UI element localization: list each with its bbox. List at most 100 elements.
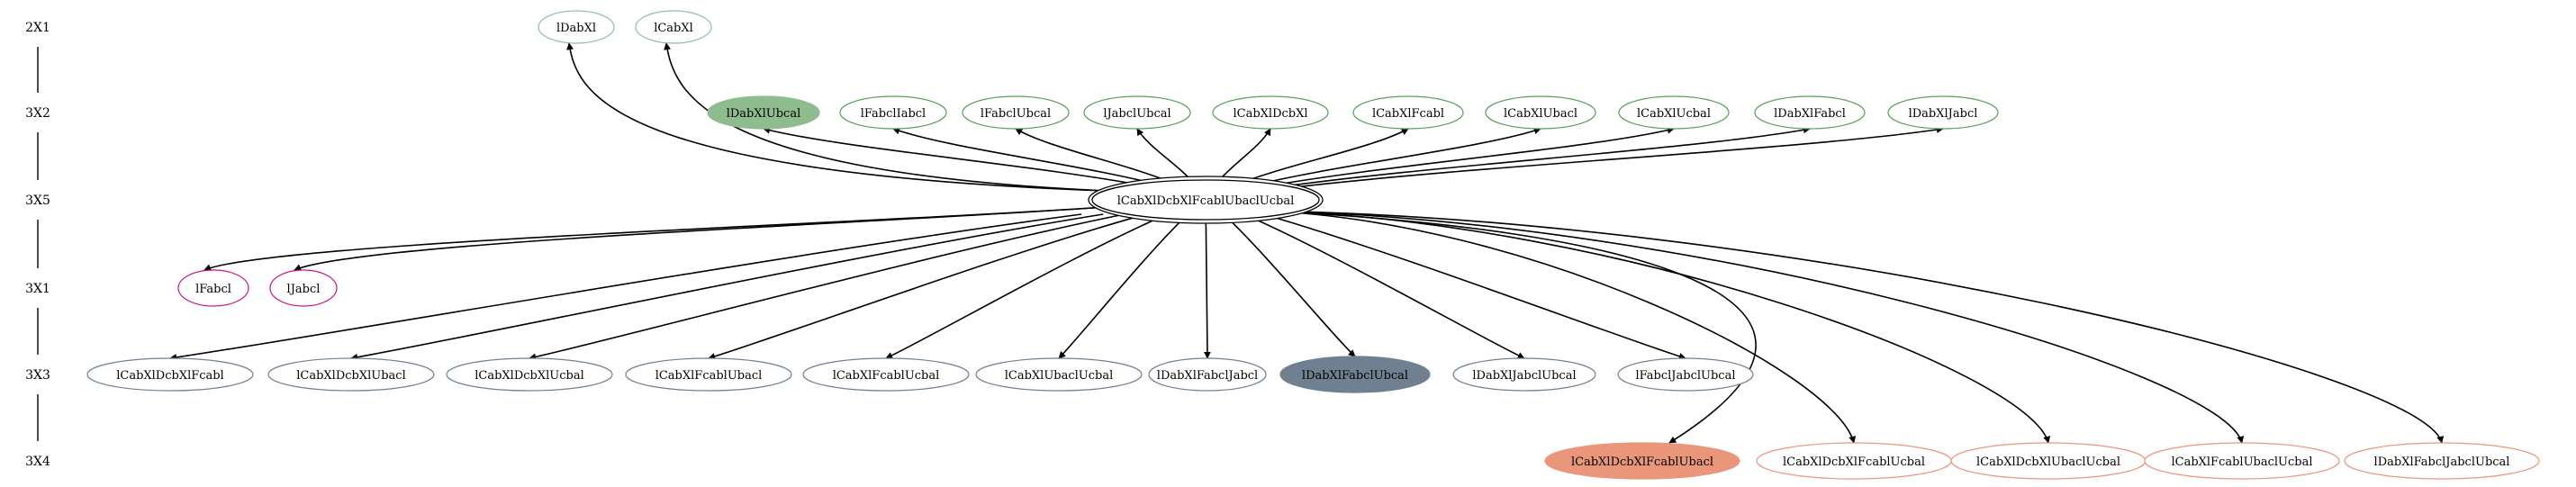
rank-label-3x4: 3X4 [25, 455, 50, 469]
node-shape [635, 10, 712, 44]
node-label: lCabXlFcablUbaclUcbal [2171, 455, 2312, 469]
node-label: lCabXlFcablUbacl [655, 369, 763, 383]
node-n3x4a[interactable]: lCabXlDcbXlFcablUbacl [1544, 442, 1740, 480]
node-n3x3b[interactable]: lCabXlDcbXlUbacl [267, 357, 435, 392]
node-shape [86, 357, 254, 392]
rank-label-3x2: 3X2 [25, 106, 50, 121]
node-n3x2e[interactable]: lCabXlDcbXl [1212, 95, 1329, 130]
node-label: lCabXlDcbXlFcabl [116, 369, 224, 383]
node-n3x2i[interactable]: lDabXlFabcl [1754, 95, 1866, 130]
rank-label-2x1: 2X1 [25, 21, 50, 35]
edge-to-n2x1b [664, 42, 1107, 192]
node-shape [1279, 356, 1431, 393]
node-n3x3f[interactable]: lCabXlUbaclUcbal [975, 357, 1143, 392]
node-label: lJabcl [287, 283, 321, 296]
node-n3x4c[interactable]: lCabXlDcbXlUbaclUcbal [1950, 442, 2147, 480]
node-n3x3a[interactable]: lCabXlDcbXlFcabl [86, 357, 254, 392]
node-shape [2344, 442, 2540, 480]
node-shape [1352, 95, 1464, 130]
node-n3x3j[interactable]: lFabclJabclUbcal [1617, 357, 1754, 392]
node-label: lCabXlDcbXlUcbal [475, 369, 584, 383]
node-label: lDabXlJabcl [1909, 107, 1978, 121]
edge-to-n3x3i [1243, 213, 1525, 359]
node-n3x1a[interactable]: lFabcl [177, 269, 249, 307]
node-n3x4b[interactable]: lCabXlDcbXlFcablUcbal [1756, 442, 1952, 480]
edge-to-n3x3a [169, 213, 1082, 361]
node-n3x3h[interactable]: lDabXlFabclUbcal [1279, 356, 1431, 393]
node-shape [267, 357, 435, 392]
node-label: lCabXlUcbal [1637, 107, 1711, 121]
node-label: lDabXl [556, 22, 596, 35]
node-label: lCabXlDcbXlFcablUcbal [1783, 455, 1925, 469]
node-n3x1b[interactable]: lJabcl [269, 269, 338, 307]
node-shape [269, 269, 338, 307]
rank-label-3x3: 3X3 [25, 368, 50, 383]
node-label: lCabXlUbacl [1504, 107, 1577, 121]
edge-to-n3x3g [1203, 213, 1211, 359]
node-n3x2a[interactable]: lDabXlUbcal [707, 95, 820, 130]
center-node[interactable]: lCabXlDcbXlFcablUbaclUcbal [1088, 176, 1324, 224]
node-n3x3d[interactable]: lCabXlFcablUbacl [625, 357, 792, 392]
node-n3x2b[interactable]: lFabclIabcl [839, 95, 947, 130]
node-n2x1a[interactable]: lDabXl [538, 10, 615, 44]
node-shape [538, 10, 615, 44]
node-n3x3c[interactable]: lCabXlDcbXlUcbal [446, 357, 613, 392]
node-label: lCabXlUbaclUcbal [1005, 369, 1114, 383]
node-shape [625, 357, 792, 392]
node-n3x3i[interactable]: lDabXlJabclUbcal [1452, 357, 1596, 392]
node-shape [802, 357, 970, 392]
edge-to-n3x4c [1259, 210, 2051, 444]
node-label: lCabXlFcabl [1372, 107, 1444, 121]
node-shape [177, 269, 249, 307]
edge-to-n3x1b [294, 206, 1107, 271]
rank-label-3x5: 3X5 [25, 194, 50, 208]
node-shape [975, 357, 1143, 392]
node-n3x3e[interactable]: lCabXlFcablUcbal [802, 357, 970, 392]
edge-to-n3x3c [529, 213, 1125, 361]
rank-label-3x1: 3X1 [25, 282, 50, 296]
node-shape [707, 95, 820, 130]
node-n3x4e[interactable]: lDabXlFabclJabclUbcal [2344, 442, 2540, 480]
node-label: lCabXlDcbXlUbacl [296, 369, 406, 383]
edge-to-n3x3f [1058, 213, 1189, 359]
edge-to-n3x4e [1259, 210, 2445, 444]
node-label: lDabXlUbcal [727, 107, 801, 121]
node-shape [1887, 95, 1999, 130]
node-label: lCabXlDcbXlFcablUbaclUcbal [1117, 194, 1295, 208]
node-label: lDabXlFabclUbcal [1302, 369, 1408, 383]
node-label: lDabXlFabcl [1774, 107, 1846, 121]
edge-layer [169, 42, 2445, 444]
edge-to-n3x3d [708, 213, 1146, 360]
node-n3x2h[interactable]: lCabXlUcbal [1618, 95, 1730, 130]
edge-to-n3x2j [1294, 126, 1944, 188]
edge-to-n2x1a [566, 42, 1107, 192]
node-n3x2f[interactable]: lCabXlFcabl [1352, 95, 1464, 130]
edge-to-n3x4b [1259, 210, 1857, 444]
edge-to-n3x4a [1259, 210, 1757, 444]
node-label: lFabcl [195, 283, 231, 296]
node-n3x4d[interactable]: lCabXlFcablUbaclUcbal [2144, 442, 2340, 480]
node-shape [446, 357, 613, 392]
node-shape [1618, 95, 1730, 130]
node-n3x2d[interactable]: lJabclUbcal [1083, 95, 1191, 130]
center-node-inner-ring [1091, 179, 1320, 221]
edge-to-n3x3h [1223, 213, 1356, 357]
node-shape [839, 95, 947, 130]
node-label: lDabXlFabclJabcl [1157, 369, 1258, 383]
edge-to-n3x2h [1261, 126, 1675, 188]
node-shape [1754, 95, 1866, 130]
node-label: lCabXlDcbXlUbaclUcbal [1976, 455, 2120, 469]
rank-column: 2X1 3X2 3X5 3X1 3X3 3X4 [25, 21, 50, 469]
node-n3x2g[interactable]: lCabXlUbacl [1485, 95, 1596, 130]
node-n3x2j[interactable]: lDabXlJabcl [1887, 95, 1999, 130]
node-label: lFabclJabclUbcal [1636, 369, 1736, 383]
node-shape [1452, 357, 1596, 392]
node-shape [1617, 357, 1754, 392]
node-shape [2144, 442, 2340, 480]
node-n2x1b[interactable]: lCabXl [635, 10, 712, 44]
node-n3x2c[interactable]: lFabclUbcal [962, 95, 1070, 130]
node-label: lCabXlDcbXlFcablUbacl [1571, 455, 1713, 469]
node-n3x3g[interactable]: lDabXlFabclJabcl [1148, 357, 1267, 392]
node-label: lJabclUbcal [1103, 107, 1170, 121]
